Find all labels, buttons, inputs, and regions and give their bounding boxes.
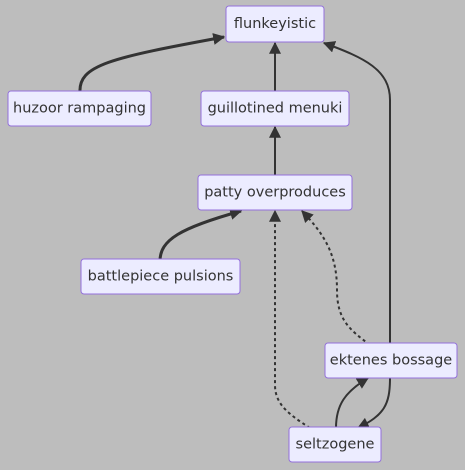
edges: [78, 33, 391, 429]
node-label: flunkeyistic: [234, 16, 316, 32]
node-label: seltzogene: [296, 437, 375, 453]
edge-seltzogene-to-patty-overproduces: [269, 209, 311, 429]
edge-seltzogene-to-ektenes-bossage: [335, 377, 370, 429]
node-flunkeyistic[interactable]: flunkeyistic: [225, 5, 325, 43]
edge-ektenes-bossage-to-patty-overproduces: [301, 210, 371, 346]
node-seltzogene[interactable]: seltzogene: [288, 426, 382, 463]
node-battlepiece-pulsions[interactable]: battlepiece pulsions: [80, 258, 241, 295]
edge-ektenes-bossage-to-seltzogene: [356, 377, 391, 429]
edge-battlepiece-pulsions-to-patty-overproduces: [158, 208, 243, 262]
node-label: patty overproduces: [204, 185, 346, 201]
node-huzoor-rampaging[interactable]: huzoor rampaging: [7, 90, 152, 127]
node-guillotined-menuki[interactable]: guillotined menuki: [200, 90, 350, 127]
node-label: huzoor rampaging: [13, 101, 146, 117]
edge-huzoor-rampaging-to-flunkeyistic: [78, 33, 226, 94]
node-label: guillotined menuki: [208, 101, 343, 117]
edge-ektenes-bossage-to-flunkeyistic: [322, 41, 391, 345]
node-label: battlepiece pulsions: [88, 269, 234, 285]
node-patty-overproduces[interactable]: patty overproduces: [197, 174, 353, 211]
node-label: ektenes bossage: [330, 353, 452, 369]
node-ektenes-bossage[interactable]: ektenes bossage: [324, 342, 458, 379]
